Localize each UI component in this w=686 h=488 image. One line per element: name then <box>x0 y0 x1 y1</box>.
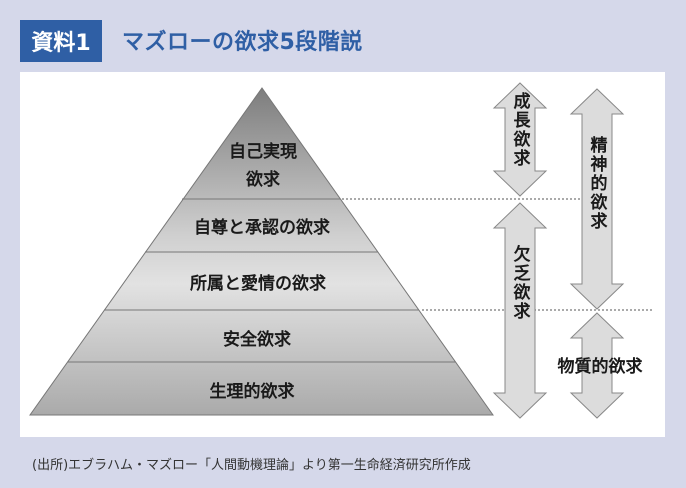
spiritual-needs-label: 精神的欲求 <box>586 136 607 231</box>
level-love-belonging: 所属と愛情の欲求 <box>190 274 326 294</box>
spiritual-arrow <box>569 88 625 310</box>
level-esteem: 自尊と承認の欲求 <box>194 218 330 238</box>
growth-needs-label: 成長欲求 <box>509 92 530 168</box>
level-self-actualization: 自己実現 欲求 <box>229 138 297 194</box>
level-label-line1: 自己実現 <box>229 142 297 162</box>
level-safety: 安全欲求 <box>223 330 291 350</box>
material-arrow <box>569 312 625 419</box>
source-note: (出所)エブラハム・マズロー「人間動機理論」より第一生命経済研究所作成 <box>32 458 471 473</box>
level-physiological: 生理的欲求 <box>209 382 295 402</box>
figure-title: マズローの欲求5段階説 <box>122 30 363 55</box>
deficiency-needs-label: 欠乏欲求 <box>509 245 530 321</box>
growth-arrow <box>492 82 548 197</box>
level-label-line2: 欲求 <box>246 170 280 190</box>
deficiency-arrow <box>492 202 548 419</box>
figure-badge: 資料1 <box>20 20 102 62</box>
material-needs-label: 物質的欲求 <box>557 357 643 377</box>
